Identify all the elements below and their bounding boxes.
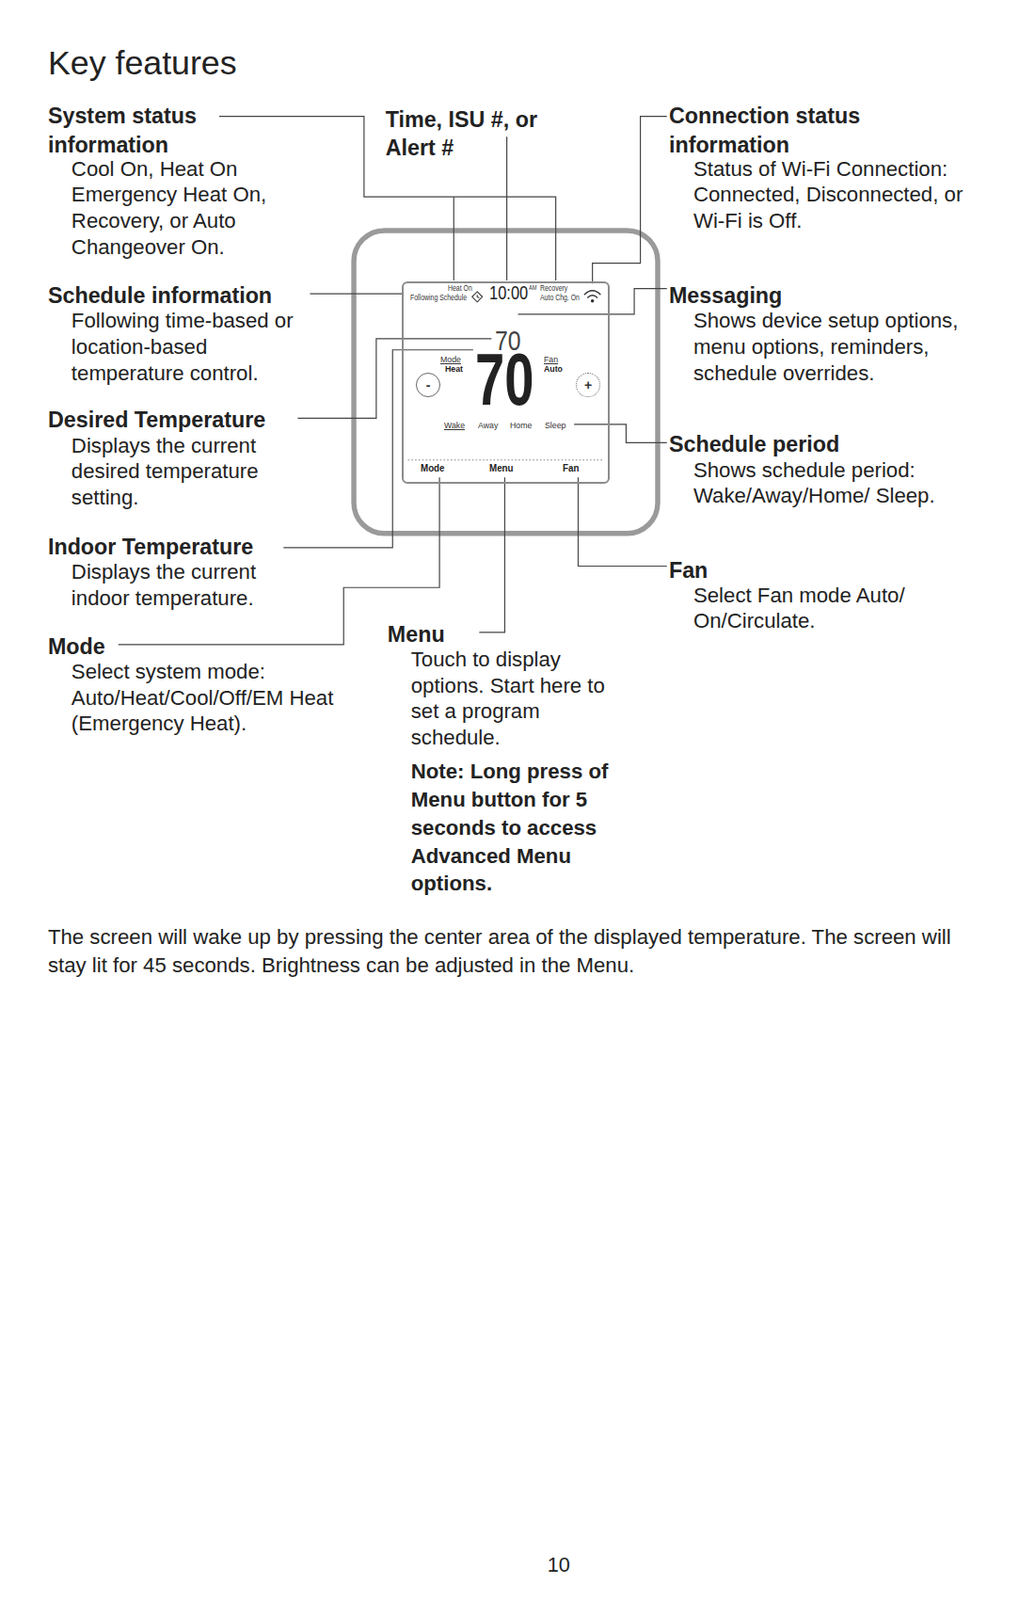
leader-line (506, 136, 508, 281)
leader-line (577, 477, 667, 566)
schedule-period: Home (509, 420, 532, 431)
leader-line (478, 477, 505, 633)
mode-button: Mode (420, 462, 446, 474)
button-symbol: + (584, 378, 592, 392)
leader-line (573, 424, 668, 444)
note-text: Note: Long press of Menu button for 5 se… (411, 757, 638, 898)
feature-heading: Desired Temperature (47, 405, 299, 434)
mode-value: Heat (445, 364, 463, 375)
increase-button: + (575, 372, 601, 398)
leader-line (309, 293, 404, 295)
feature-heading: Menu (387, 620, 475, 649)
feature-description: Displays the current indoor temperature. (71, 558, 306, 611)
clock-time: 10:00 (489, 282, 528, 304)
feature-heading: Schedule information (47, 281, 308, 310)
thermostat-housing (353, 230, 658, 534)
mode-caption: Mode (440, 354, 462, 366)
feature-description: Cool On, Heat On Emergency Heat On, Reco… (71, 156, 312, 261)
feature-description: Select Fan mode Auto/ On/Circulate. (693, 582, 949, 635)
feature-description: Shows schedule period: Wake/Away/Home/ S… (693, 457, 944, 510)
screen-divider (407, 459, 604, 461)
page-title: Key features (47, 43, 558, 84)
fan-button: Fan (562, 462, 579, 474)
page-number: 10 (540, 1551, 577, 1578)
wifi-icon (584, 290, 601, 303)
indoor-temperature: 70 (475, 348, 534, 411)
footer-paragraph: The screen will wake up by pressing the … (47, 923, 976, 980)
system-status: Auto Chg. On (540, 293, 580, 303)
feature-description: Status of Wi-Fi Connection: Connected, D… (693, 156, 979, 235)
thermostat-screen: Heat OnFollowing Schedule 10:00AMRecovery… (401, 281, 610, 484)
feature-description: Touch to display options. Start here to … (411, 646, 616, 751)
decrease-button: - (415, 372, 441, 398)
system-status: Recovery (540, 284, 568, 294)
schedule-period: Wake (444, 420, 465, 431)
feature-heading: Connection status information (668, 101, 904, 160)
feature-description: Displays the current desired temperature… (71, 432, 306, 511)
schedule-period: Away (477, 420, 498, 431)
schedule-period: Sleep (544, 420, 566, 431)
fan-value: Auto (543, 364, 563, 375)
leader-line (592, 116, 668, 285)
feature-description: Following time-based or location-based t… (71, 307, 322, 386)
leader-line (518, 288, 668, 315)
feature-heading: Messaging (668, 281, 914, 310)
feature-heading: System status information (47, 101, 232, 160)
feature-description: Shows device setup options, menu options… (693, 307, 964, 386)
menu-button: Menu (489, 462, 514, 474)
feature-heading: Fan (668, 556, 874, 585)
schedule-status: Following Schedule (410, 293, 467, 303)
system-status: Heat On (447, 284, 473, 294)
feature-heading: Mode (47, 632, 114, 661)
leader-line (283, 350, 474, 548)
leader-line (453, 196, 455, 281)
clock-ampm: AM (528, 284, 537, 292)
button-symbol: - (426, 378, 431, 392)
feature-description: Select system mode: Auto/Heat/Cool/Off/E… (71, 658, 342, 737)
feature-heading: Time, ISU #, or Alert # (385, 105, 561, 163)
feature-heading: Indoor Temperature (47, 532, 288, 561)
feature-heading: Schedule period (668, 429, 914, 459)
leader-line (297, 338, 492, 419)
fan-caption: Fan (543, 354, 558, 366)
schedule-icon (472, 291, 483, 303)
